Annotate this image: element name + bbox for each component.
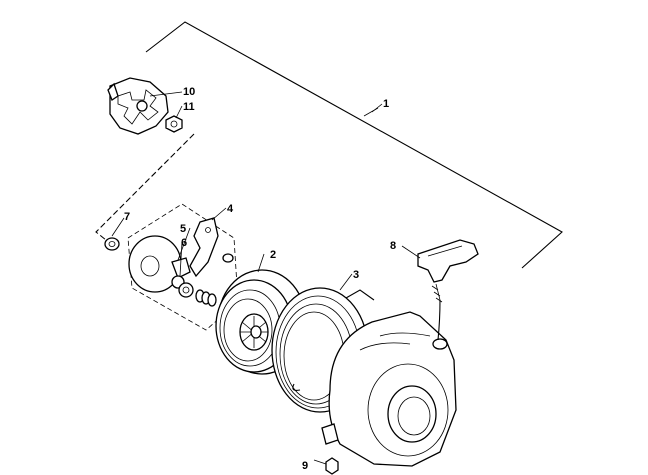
callout-11: 11 [183, 101, 195, 113]
callout-6: 6 [181, 237, 187, 249]
callout-4: 4 [227, 203, 234, 215]
callout-10: 10 [183, 86, 195, 98]
bolt-part [313, 457, 339, 475]
leader-lines [111, 91, 421, 291]
nut-part [104, 237, 120, 251]
callout-1: 1 [383, 98, 389, 110]
housing-part [321, 311, 457, 467]
callout-5: 5 [180, 223, 186, 235]
callout-3: 3 [353, 269, 359, 281]
spring-washer-part [171, 257, 217, 307]
handle-part [417, 239, 479, 341]
callout-labels: 1 2 3 4 5 6 7 8 9 10 11 [124, 86, 396, 472]
starter-cup-part [107, 77, 169, 135]
ratchet-pawl-part [189, 217, 234, 278]
callout-2: 2 [270, 249, 276, 261]
callout-7: 7 [124, 211, 130, 223]
cup-bolt-part [165, 115, 183, 133]
callout-8: 8 [390, 240, 396, 252]
callout-9: 9 [302, 460, 308, 472]
cup-bracket [95, 133, 195, 241]
